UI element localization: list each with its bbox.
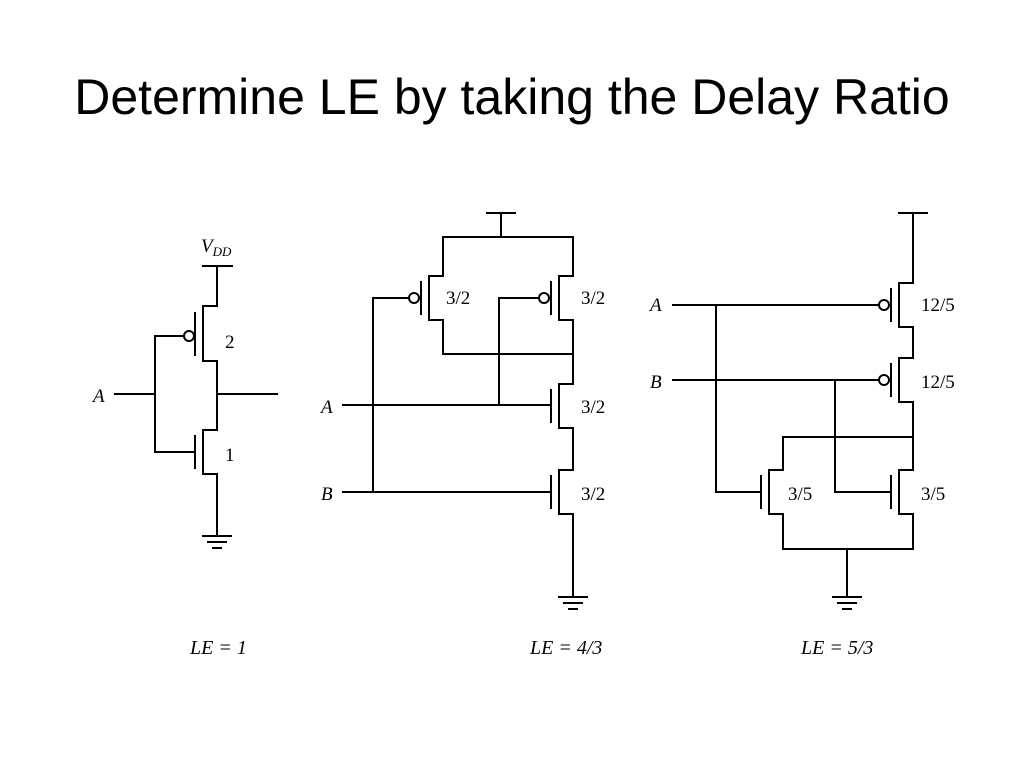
inverter-input-label: A [91, 386, 105, 407]
nand-nmos-a [550, 383, 574, 429]
nor-pmos-b-bubble-icon [878, 374, 890, 386]
inverter-pmos-bubble-icon [183, 330, 195, 342]
nor-input-b-label: B [650, 372, 662, 393]
inverter-circuit: VDD 2 A 1 [91, 236, 278, 659]
nand-le: LE = 4/3 [529, 637, 602, 659]
inverter-ground-icon [202, 535, 232, 549]
slide-title: Determine LE by taking the Delay Ratio [74, 69, 950, 125]
nand-input-b-label: B [321, 484, 333, 505]
nor-nmos-b-size: 3/5 [921, 484, 945, 505]
nor-input-a-label: A [648, 295, 662, 316]
nor-pmos-b-size: 12/5 [921, 372, 955, 393]
nor-pmos-a-size: 12/5 [921, 295, 955, 316]
nor-pmos-a [878, 282, 914, 328]
nand-pmos-b [498, 275, 574, 321]
nor-ground-icon [832, 596, 862, 610]
nand-nmos-b [550, 469, 574, 515]
inverter-supply-label: VDD [201, 236, 232, 259]
nand-ground-icon [558, 596, 588, 610]
nor-nmos-a-size: 3/5 [788, 484, 812, 505]
inverter-le: LE = 1 [189, 637, 247, 659]
nor-pmos-a-bubble-icon [878, 299, 890, 311]
nand-nmos-b-size: 3/2 [581, 484, 605, 505]
inverter-pmos-size: 2 [225, 332, 235, 353]
nor-le: LE = 5/3 [800, 637, 873, 659]
nor-circuit: 12/5 12/5 3/5 3/5 [648, 212, 955, 659]
nor-nmos-a [760, 469, 784, 515]
inverter-nmos-size: 1 [225, 445, 235, 466]
nand-pmos-a-size: 3/2 [446, 288, 470, 309]
nand-circuit: 3/2 3/2 3/2 3/2 [319, 212, 605, 659]
nand-nmos-a-size: 3/2 [581, 397, 605, 418]
nand-pmos-b-bubble-icon [538, 292, 550, 304]
nor-pmos-b [878, 357, 914, 403]
nor-nmos-b [890, 469, 914, 515]
inverter-nmos [154, 429, 218, 475]
inverter-pmos [154, 305, 218, 362]
nand-input-a-label: A [319, 397, 333, 418]
nand-pmos-a [372, 275, 444, 321]
nand-pmos-a-bubble-icon [408, 292, 420, 304]
nand-pmos-b-size: 3/2 [581, 288, 605, 309]
